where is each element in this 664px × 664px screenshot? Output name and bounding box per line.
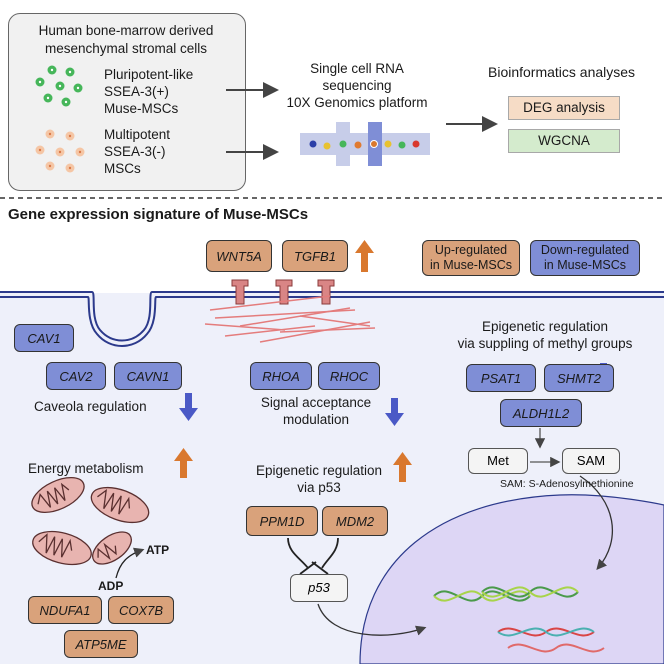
gene-cox7b: COX7B bbox=[108, 596, 174, 624]
msc-label: Multipotent SSEA-3(-) MSCs bbox=[104, 127, 171, 176]
deg-analysis-box: DEG analysis bbox=[508, 96, 620, 120]
gene-shmt2: SHMT2 bbox=[544, 364, 614, 392]
p53-label: p53 bbox=[308, 580, 330, 595]
gene-cav1: CAV1 bbox=[14, 324, 74, 352]
legend-down-box: Down-regulated in Muse-MSCs bbox=[530, 240, 640, 276]
sam-label: SAM bbox=[576, 453, 606, 468]
signal-label: Signal acceptance modulation bbox=[260, 395, 372, 427]
caveola-label: Caveola regulation bbox=[34, 399, 147, 414]
gene-psat1: PSAT1 bbox=[466, 364, 536, 392]
legend-up-box: Up-regulated in Muse-MSCs bbox=[422, 240, 520, 276]
gene-aldh1l2: ALDH1L2 bbox=[500, 399, 582, 427]
gene-ppm1d: PPM1D bbox=[246, 506, 318, 536]
wgcna-box: WGCNA bbox=[508, 129, 620, 153]
met-label: Met bbox=[487, 453, 509, 468]
gene-wnt5a: WNT5A bbox=[206, 240, 272, 272]
mitochondria-icons bbox=[31, 477, 150, 566]
gene-rhoc: RHOC bbox=[318, 362, 380, 390]
gene-tgfb1: TGFB1 bbox=[282, 240, 348, 272]
p53-box: p53 bbox=[290, 574, 348, 602]
gene-ndufa1: NDUFA1 bbox=[28, 596, 102, 624]
gene-cavn1: CAVN1 bbox=[114, 362, 182, 390]
adp-label: ADP bbox=[98, 579, 124, 593]
muse-msc-label: Pluripotent-like SSEA-3(+) Muse-MSCs bbox=[104, 67, 194, 116]
cell-source-title: Human bone-marrow derived mesenchymal st… bbox=[38, 23, 214, 56]
caveola-down-arrow bbox=[179, 393, 198, 421]
nucleus bbox=[359, 494, 664, 664]
muse-cell-cluster bbox=[35, 65, 83, 107]
wgcna-label: WGCNA bbox=[538, 133, 590, 148]
tgfb1-up-arrow bbox=[355, 240, 374, 272]
bioinformatics-title: Bioinformatics analyses bbox=[488, 64, 636, 80]
section-title: Gene expression signature of Muse-MSCs bbox=[8, 206, 309, 223]
met-box: Met bbox=[468, 448, 528, 474]
gene-rhoa: RHOA bbox=[250, 362, 312, 390]
receptor-icons bbox=[231, 279, 335, 305]
sam-box: SAM bbox=[562, 448, 620, 474]
signal-down-arrow bbox=[385, 398, 404, 426]
gene-cav2: CAV2 bbox=[46, 362, 106, 390]
sam-to-dna-arrow bbox=[579, 475, 613, 570]
p53-regulation-label: Epigenetic regulation via p53 bbox=[255, 463, 383, 495]
p53-up-arrow bbox=[393, 452, 412, 482]
cell-membrane bbox=[0, 291, 664, 347]
methyl-label: Epigenetic regulation via suppling of me… bbox=[457, 319, 633, 351]
sam-note: SAM: S-Adenosylmethionine bbox=[500, 478, 634, 490]
energy-up-arrow bbox=[174, 448, 193, 478]
p53-to-dna-arrow bbox=[317, 603, 427, 636]
inhibition-lines bbox=[287, 537, 339, 575]
sequencing-label: Single cell RNA sequencing 10X Genomics … bbox=[286, 61, 428, 110]
legend-down-label: Down-regulated in Muse-MSCs bbox=[540, 243, 630, 272]
gene-atp5me: ATP5ME bbox=[64, 630, 138, 658]
cytoskeleton-filaments bbox=[204, 295, 376, 343]
legend-up-label: Up-regulated in Muse-MSCs bbox=[430, 243, 512, 272]
dna-helix-icons bbox=[433, 586, 605, 653]
atp-label: ATP bbox=[146, 543, 170, 557]
energy-label: Energy metabolism bbox=[28, 461, 144, 476]
deg-analysis-label: DEG analysis bbox=[523, 100, 605, 115]
chip-icon bbox=[300, 122, 430, 166]
adp-to-atp-arrow bbox=[115, 547, 145, 579]
gene-mdm2: MDM2 bbox=[322, 506, 388, 536]
msc-cell-cluster bbox=[35, 129, 85, 173]
